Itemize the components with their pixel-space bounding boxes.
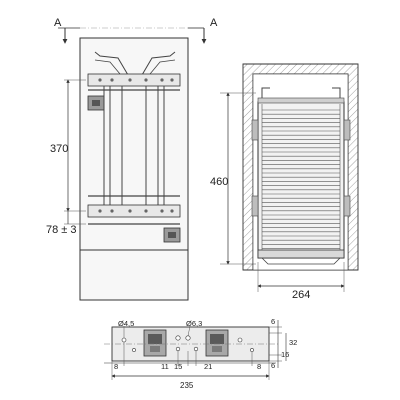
dim-height-label: 460	[210, 176, 228, 188]
dim-right-6-bottom: 6	[271, 361, 275, 370]
dim-right-6-top: 6	[271, 317, 275, 326]
right-clip	[205, 329, 229, 357]
hole-large-label: Ø6,3	[186, 319, 202, 328]
section-label-left: A	[54, 17, 62, 29]
dim-right-8: 8	[257, 362, 261, 371]
rail-detail: Ø4,5 Ø6,3 6 32 16 6 8 1	[104, 317, 297, 390]
dim-offset-label: 78 ± 3	[46, 224, 77, 236]
bottom-fitting-bar	[87, 204, 181, 218]
hole-small-label: Ø4,5	[118, 319, 134, 328]
bottom-horizontal-dims: 8 11 15 21 8 235	[104, 342, 276, 390]
dim-mid-21: 21	[204, 362, 212, 371]
dim-mid-15: 15	[174, 362, 182, 371]
section-marker-right: A	[188, 17, 218, 44]
dim-height: 460	[210, 92, 256, 265]
dim-offset: 78 ± 3	[46, 211, 86, 236]
rail-holes	[121, 335, 254, 352]
dim-total-235: 235	[180, 381, 194, 390]
dim-mid-11: 11	[161, 362, 169, 371]
side-view: 460 264	[210, 63, 359, 301]
basket-frame	[257, 101, 345, 259]
right-vertical-dims: 6 32 16 6	[269, 317, 297, 370]
section-marker-left: A	[54, 17, 80, 44]
dim-right-16: 16	[281, 350, 289, 359]
dim-width: 264	[257, 262, 345, 301]
dim-spacing: 370	[50, 79, 86, 212]
mounting-rail	[111, 326, 270, 362]
left-clip	[143, 329, 167, 357]
front-view: A A	[46, 17, 218, 301]
section-label-right: A	[210, 17, 218, 29]
dim-left-8: 8	[114, 362, 118, 371]
top-fitting-bar	[87, 73, 181, 87]
dim-spacing-label: 370	[50, 143, 68, 155]
basket-wires	[261, 104, 341, 252]
dim-width-label: 264	[292, 289, 310, 301]
vertical-rails	[103, 86, 165, 210]
dim-right-32: 32	[289, 338, 297, 347]
